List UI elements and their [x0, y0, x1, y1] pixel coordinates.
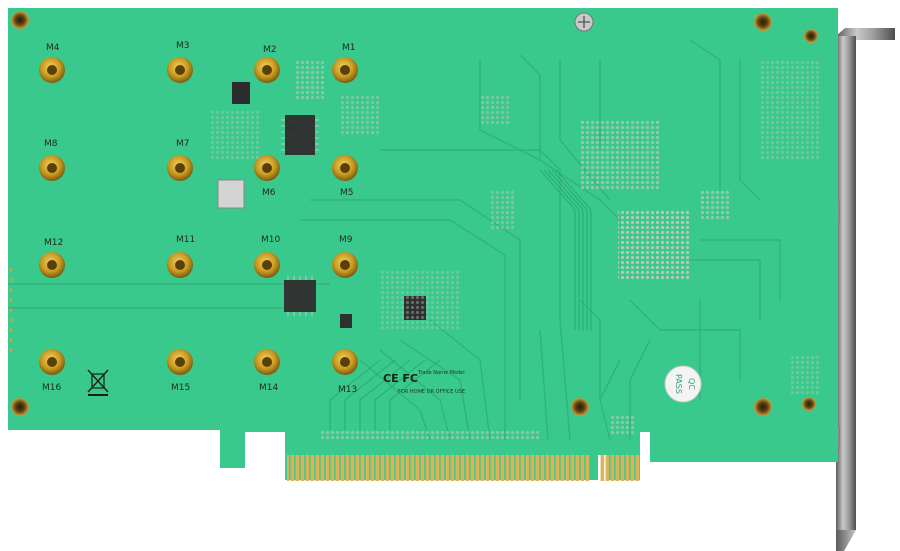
chip-marking: VIA [288, 126, 297, 132]
label-m12: M12 [44, 238, 63, 248]
secondary-chip [284, 280, 316, 312]
weee-bin-icon [87, 369, 109, 396]
label-m6: M6 [262, 188, 276, 198]
qc-text: QC [687, 378, 696, 390]
eeprom-chip [232, 82, 250, 104]
controller-chip [285, 115, 315, 155]
label-m5: M5 [340, 188, 354, 198]
notice-line-2: FOR HOME OR OFFICE USE [398, 389, 465, 395]
pass-text: PASS [674, 374, 683, 394]
trace-bundle [329, 169, 592, 430]
mount-labels: M4 M3 M2 M1 M8 M7 M6 M5 M12 M11 M10 M9 M… [42, 41, 357, 395]
label-m8: M8 [44, 139, 58, 149]
label-m14: M14 [259, 383, 278, 393]
notice-line-1: Trade Name Model [417, 370, 465, 376]
qc-pass-sticker: QC PASS [664, 365, 702, 403]
label-m11: M11 [176, 235, 195, 245]
crystal-oscillator [217, 179, 245, 209]
regulatory-markings: CE FC Trade Name Model FOR HOME OR OFFIC… [87, 369, 465, 396]
edge-pin-header [9, 268, 13, 352]
label-m2: M2 [263, 45, 277, 55]
label-m4: M4 [46, 43, 60, 53]
pcie-gold-fingers [287, 455, 640, 481]
label-m1: M1 [342, 43, 356, 53]
label-m13: M13 [338, 385, 357, 395]
label-m9: M9 [339, 235, 353, 245]
label-m10: M10 [261, 235, 280, 245]
ce-fc-mark: CE FC [383, 372, 418, 385]
m2-standoffs [39, 57, 358, 375]
bga-footprint [618, 210, 690, 280]
label-m7: M7 [176, 139, 190, 149]
smd-components [210, 60, 820, 440]
mounting-holes [11, 11, 818, 416]
label-m16: M16 [42, 383, 61, 393]
pcb-traces [8, 39, 781, 441]
small-chip [340, 314, 352, 328]
label-m15: M15 [171, 383, 190, 393]
label-m3: M3 [176, 41, 190, 51]
pcb-board [8, 8, 838, 480]
